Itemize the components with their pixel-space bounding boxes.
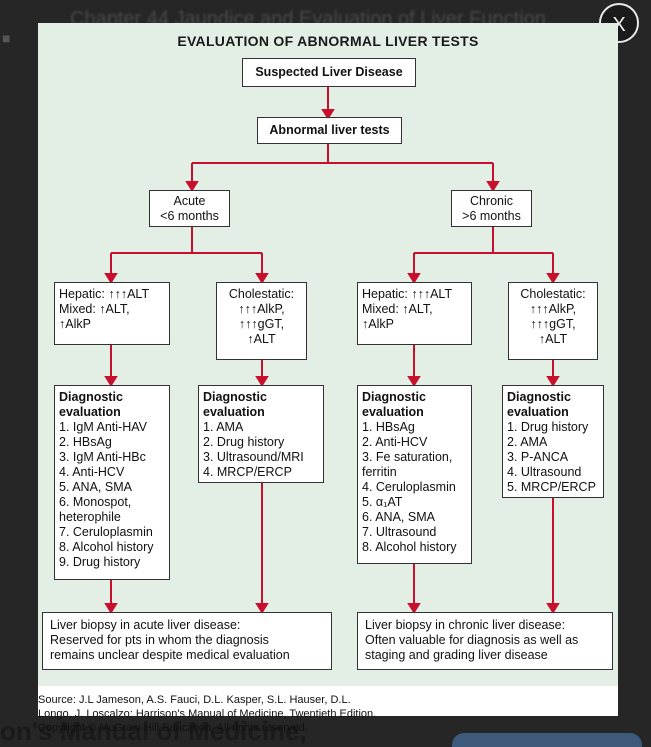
list-item: 2. AMA — [507, 435, 548, 449]
source-line: Source: J.L Jameson, A.S. Fauci, D.L. Ka… — [38, 694, 351, 706]
backdrop-book-title: on's Manual of Medicine, — [0, 716, 307, 745]
node-label: Cholestatic: ↑↑↑AlkP, ↑↑↑gGT, ↑ALT — [228, 287, 295, 346]
node-label: Liver biopsy in acute liver disease: Res… — [50, 618, 290, 662]
node-chronic-cholestatic: Cholestatic: ↑↑↑AlkP, ↑↑↑gGT, ↑ALT — [508, 282, 598, 360]
node-abnormal-liver-tests: Abnormal liver tests — [257, 117, 402, 144]
node-biopsy-chronic: Liver biopsy in chronic liver disease: O… — [357, 612, 613, 670]
list-item: 4. Anti-HCV — [59, 465, 125, 479]
node-diagnostic-acute-hepatic: Diagnostic evaluation 1. IgM Anti-HAV 2.… — [54, 385, 170, 580]
node-acute: Acute <6 months — [149, 190, 230, 227]
node-biopsy-acute: Liver biopsy in acute liver disease: Res… — [42, 612, 332, 670]
list-item: 5. α₁AT — [362, 495, 403, 509]
list-item: 1. AMA — [203, 420, 244, 434]
node-chronic-hepatic: Hepatic: ↑↑↑ALT Mixed: ↑ALT, ↑AlkP — [357, 282, 472, 345]
node-label: Liver biopsy in chronic liver disease: O… — [365, 618, 579, 662]
list-item: 2. HBsAg — [59, 435, 112, 449]
node-acute-hepatic: Hepatic: ↑↑↑ALT Mixed: ↑ALT, ↑AlkP — [54, 282, 170, 345]
diagnostic-list: 1. IgM Anti-HAV 2. HBsAg 3. IgM Anti-HBc… — [59, 420, 165, 570]
flowchart-figure: EVALUATION OF ABNORMAL LIVER TESTS Suspe… — [38, 23, 618, 686]
list-item: 6. Monospot, heterophile — [59, 495, 132, 524]
image-viewer-modal: EVALUATION OF ABNORMAL LIVER TESTS Suspe… — [38, 23, 618, 734]
diagnostic-heading: Diagnostic evaluation — [59, 390, 123, 419]
diagnostic-heading: Diagnostic evaluation — [203, 390, 267, 419]
list-item: 2. Anti-HCV — [362, 435, 428, 449]
node-label: Chronic >6 months — [462, 194, 521, 223]
source-line: Copyright © McGraw-Hill Education. All r… — [38, 722, 308, 734]
figure-source-caption: Source: J.L Jameson, A.S. Fauci, D.L. Ka… — [38, 693, 618, 735]
list-item: 5. ANA, SMA — [59, 480, 132, 494]
backdrop-edge-mark: ■ — [2, 30, 11, 46]
node-label: Suspected Liver Disease — [255, 65, 403, 79]
list-item: 1. IgM Anti-HAV — [59, 420, 147, 434]
diagnostic-heading: Diagnostic evaluation — [362, 390, 426, 419]
list-item: 4. Ultrasound — [507, 465, 582, 479]
node-diagnostic-chronic-cholestatic: Diagnostic evaluation 1. Drug history 2.… — [502, 385, 604, 498]
node-acute-cholestatic: Cholestatic: ↑↑↑AlkP, ↑↑↑gGT, ↑ALT — [216, 282, 307, 360]
list-item: 7. Ceruloplasmin — [59, 525, 153, 539]
backdrop-button — [452, 733, 642, 747]
node-chronic: Chronic >6 months — [451, 190, 532, 227]
list-item: 8. Alcohol history — [59, 540, 154, 554]
list-item: 8. Alcohol history — [362, 540, 457, 554]
list-item: 3. Ultrasound/MRI — [203, 450, 304, 464]
list-item: 7. Ultrasound — [362, 525, 437, 539]
node-label: Hepatic: ↑↑↑ALT Mixed: ↑ALT, ↑AlkP — [362, 287, 453, 331]
node-label: Abnormal liver tests — [269, 123, 390, 137]
list-item: 9. Drug history — [59, 555, 141, 569]
node-label: Hepatic: ↑↑↑ALT Mixed: ↑ALT, ↑AlkP — [59, 287, 150, 331]
node-diagnostic-chronic-hepatic: Diagnostic evaluation 1. HBsAg 2. Anti-H… — [357, 385, 472, 564]
node-diagnostic-acute-cholestatic: Diagnostic evaluation 1. AMA 2. Drug his… — [198, 385, 324, 483]
list-item: 4. MRCP/ERCP — [203, 465, 292, 479]
diagnostic-list: 1. AMA 2. Drug history 3. Ultrasound/MRI… — [203, 420, 319, 480]
list-item: 3. Fe saturation, ferritin — [362, 450, 453, 479]
diagnostic-heading: Diagnostic evaluation — [507, 390, 571, 419]
source-line: Longo, J. Loscalzo: Harrison's Manual of… — [38, 708, 377, 720]
node-label: Acute <6 months — [160, 194, 219, 223]
diagnostic-list: 1. Drug history 2. AMA 3. P-ANCA 4. Ultr… — [507, 420, 599, 495]
node-suspected-liver-disease: Suspected Liver Disease — [242, 58, 416, 87]
list-item: 2. Drug history — [203, 435, 285, 449]
diagnostic-list: 1. HBsAg 2. Anti-HCV 3. Fe saturation, f… — [362, 420, 467, 555]
figure-title: EVALUATION OF ABNORMAL LIVER TESTS — [177, 33, 479, 49]
node-label: Cholestatic: ↑↑↑AlkP, ↑↑↑gGT, ↑ALT — [520, 287, 586, 346]
list-item: 5. MRCP/ERCP — [507, 480, 596, 494]
flowchart-connectors — [104, 87, 560, 614]
list-item: 1. Drug history — [507, 420, 589, 434]
list-item: 6. ANA, SMA — [362, 510, 435, 524]
list-item: 3. IgM Anti-HBc — [59, 450, 146, 464]
list-item: 3. P-ANCA — [507, 450, 569, 464]
list-item: 4. Ceruloplasmin — [362, 480, 456, 494]
list-item: 1. HBsAg — [362, 420, 415, 434]
